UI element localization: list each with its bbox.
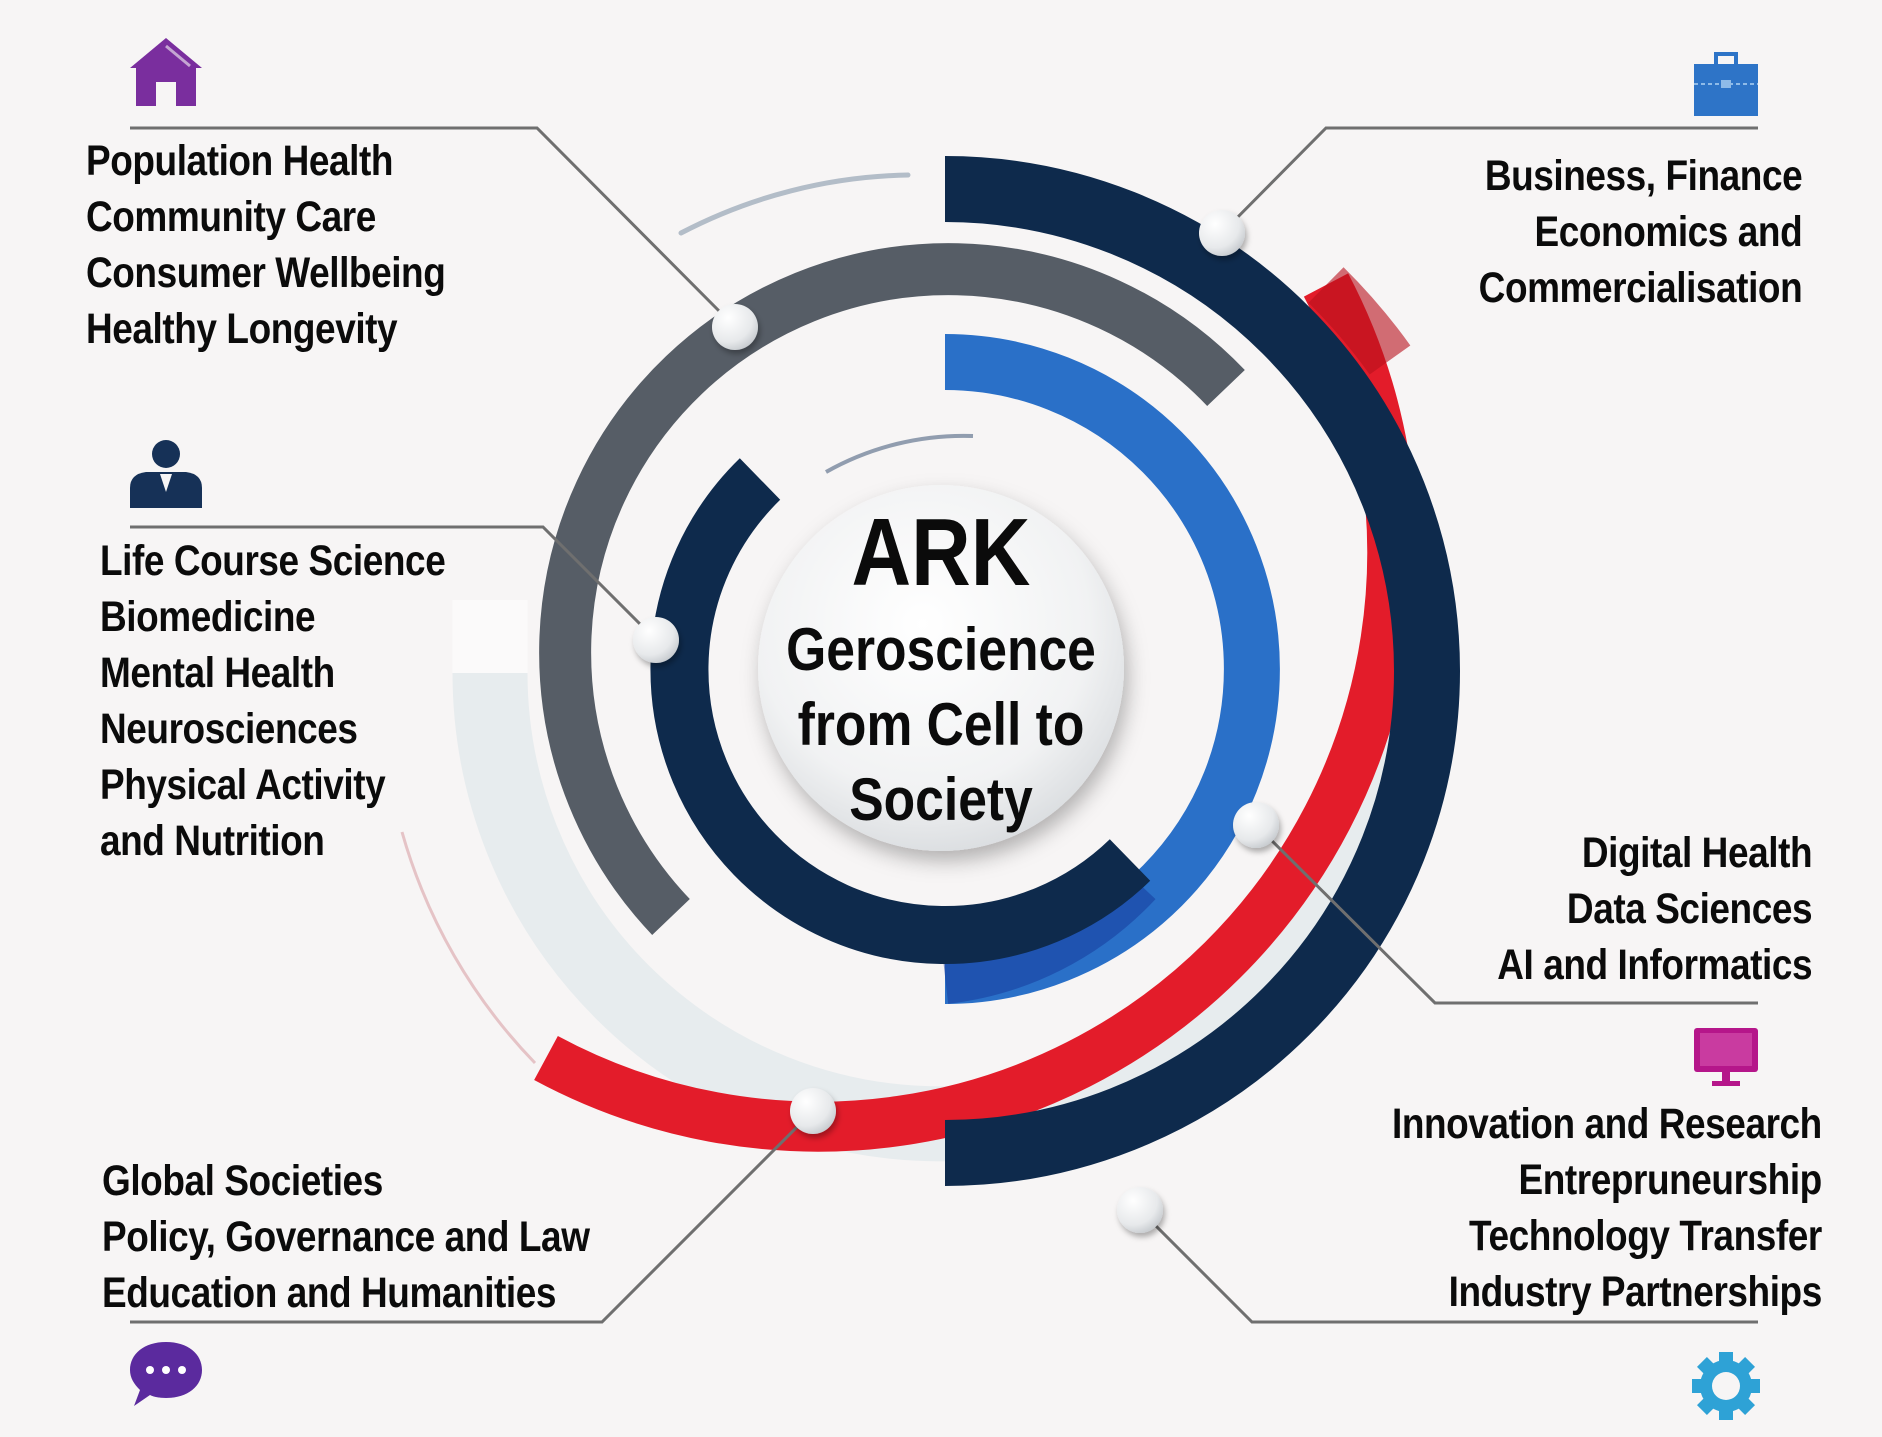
block-line: Community Care	[86, 193, 376, 241]
connector-knobs	[633, 210, 1279, 1233]
connector-mid-left	[130, 525, 658, 642]
briefcase-icon	[1694, 52, 1758, 116]
faint-outer-arc-top	[678, 172, 911, 236]
innovation-research-block: Innovation and Research Entrepruneurship…	[1392, 1096, 1822, 1320]
block-line: Entrepruneurship	[1518, 1156, 1823, 1204]
faint-outer-arc-left	[400, 831, 537, 1065]
business-finance-block: Business, Finance Economics and Commerci…	[1478, 148, 1802, 316]
connector-top-left	[130, 126, 737, 329]
block-line: Business, Finance	[1484, 152, 1803, 200]
block-line: Physical Activity	[100, 761, 386, 809]
navy-outer-arc	[944, 156, 1460, 1186]
connector-bottom-left	[130, 1109, 815, 1324]
grey-arc	[539, 243, 1245, 935]
block-line: Technology Transfer	[1469, 1212, 1822, 1260]
block-line: Data Sciences	[1566, 885, 1813, 933]
block-line: Education and Humanities	[102, 1269, 557, 1317]
block-line: Economics and	[1534, 208, 1802, 256]
gear-icon	[1692, 1352, 1760, 1420]
block-line: Biomedicine	[100, 593, 316, 641]
knob-mid-right	[1233, 802, 1279, 848]
block-line: and Nutrition	[100, 817, 325, 865]
block-line: Neurosciences	[100, 705, 358, 753]
center-subtitle-line-1: Geroscience	[786, 616, 1096, 683]
chat-bubble-icon	[130, 1342, 202, 1406]
center-subtitle-lines: Geroscience from Cell to Society	[717, 612, 1164, 837]
block-line: Digital Health	[1581, 829, 1813, 877]
center-circle	[758, 485, 1124, 851]
navy-inner-arc	[650, 458, 1151, 965]
block-line: Global Societies	[102, 1157, 383, 1205]
knob-top-right	[1199, 210, 1245, 256]
faint-inner-arc-top	[825, 433, 974, 474]
global-societies-block: Global Societies Policy, Governance and …	[102, 1153, 590, 1321]
connector-mid-right	[1254, 823, 1758, 1005]
red-arc-shadow	[1308, 267, 1411, 375]
block-line: AI and Informatics	[1497, 941, 1812, 989]
knob-top-left	[712, 304, 758, 350]
center-subtitle-line-3: Society	[849, 766, 1033, 833]
block-line: Life Course Science	[100, 537, 446, 585]
connector-lines	[130, 126, 1758, 1324]
knob-bottom-left	[790, 1088, 836, 1134]
connector-bottom-right	[1138, 1208, 1758, 1324]
block-line: Policy, Governance and Law	[102, 1213, 590, 1261]
home-icon	[130, 38, 202, 106]
block-line: Mental Health	[100, 649, 335, 697]
monitor-icon	[1694, 1028, 1758, 1086]
block-line: Healthy Longevity	[86, 305, 398, 353]
block-line: Consumer Wellbeing	[86, 249, 446, 297]
block-line: Commercialisation	[1478, 264, 1802, 312]
center-subtitle-line-2: from Cell to	[797, 691, 1085, 758]
block-line: Innovation and Research	[1392, 1100, 1822, 1148]
connector-top-right	[1220, 126, 1758, 235]
digital-health-block: Digital Health Data Sciences AI and Info…	[1497, 825, 1812, 993]
person-icon	[130, 440, 202, 508]
population-health-block: Population Health Community Care Consume…	[86, 133, 446, 357]
life-course-science-block: Life Course Science Biomedicine Mental H…	[100, 533, 446, 869]
center-title-text: ARK	[851, 499, 1031, 606]
block-line: Industry Partnerships	[1448, 1268, 1823, 1316]
block-line: Population Health	[86, 137, 394, 185]
knob-mid-left	[633, 617, 679, 663]
knob-bottom-right	[1117, 1187, 1163, 1233]
